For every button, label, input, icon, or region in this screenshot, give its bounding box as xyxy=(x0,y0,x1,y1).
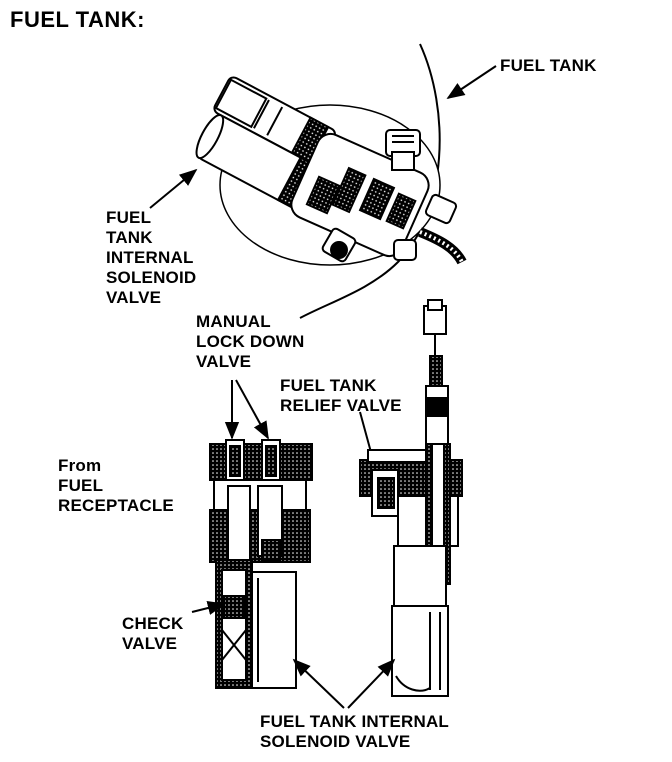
valve-assembly-isometric xyxy=(195,76,467,266)
label-line: RELIEF VALVE xyxy=(280,396,402,415)
lockdown-arrow-right xyxy=(235,379,269,440)
label-line: CHECK xyxy=(122,614,184,633)
label-line: FUEL xyxy=(106,208,152,227)
label-line: From xyxy=(58,456,102,475)
label-line: SOLENOID xyxy=(106,268,197,287)
label-line: MANUAL xyxy=(196,312,271,331)
right-valve-cross-section xyxy=(359,299,463,697)
label-line: SOLENOID VALVE xyxy=(260,732,411,751)
check-valve-arrow xyxy=(191,600,226,615)
label-line: RECEPTACLE xyxy=(58,496,174,515)
solenoid-top-arrow xyxy=(149,168,198,209)
label-line: TANK xyxy=(106,228,153,247)
solenoid-bottom-arrow-right xyxy=(347,658,396,709)
fuel-tank-label: FUEL TANK xyxy=(500,56,597,75)
left-valve-cross-section xyxy=(209,439,313,689)
label-line: FUEL xyxy=(58,476,104,495)
label-line: VALVE xyxy=(106,288,162,307)
page-title: FUEL TANK: xyxy=(10,7,145,32)
label-line: INTERNAL xyxy=(106,248,194,267)
label-line: LOCK DOWN xyxy=(196,332,305,351)
label-line: FUEL TANK xyxy=(280,376,377,395)
label-line: VALVE xyxy=(122,634,178,653)
solenoid-bottom-arrow-left xyxy=(292,658,345,709)
label-line: VALVE xyxy=(196,352,252,371)
fuel-tank-arrow xyxy=(446,65,497,99)
label-line: FUEL TANK INTERNAL xyxy=(260,712,450,731)
